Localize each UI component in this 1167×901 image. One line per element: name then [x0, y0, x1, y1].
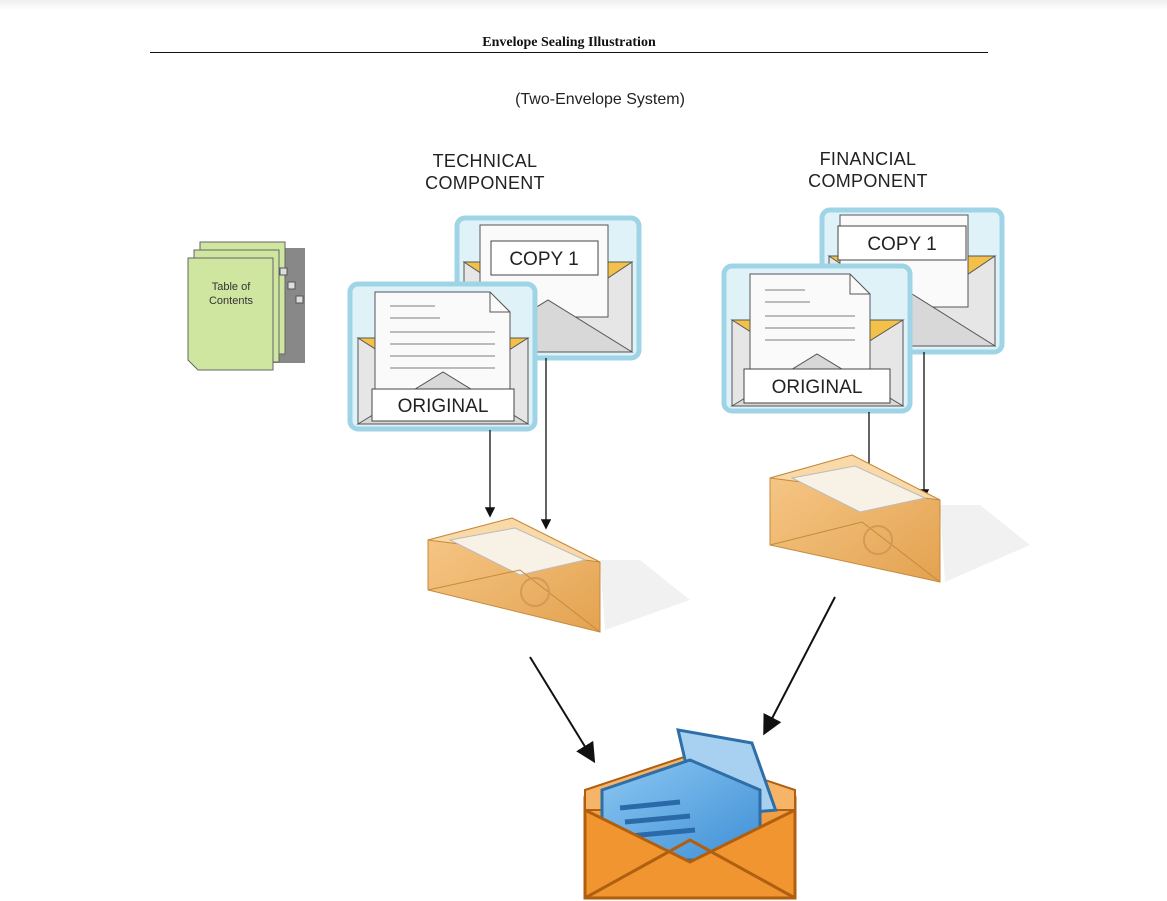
- financial-sealed-envelope: [769, 454, 1030, 583]
- document-title: Envelope Sealing Illustration: [482, 35, 656, 50]
- top-bar: [0, 0, 1167, 10]
- financial-copy-label: COPY 1: [867, 234, 936, 255]
- financial-component-label: FINANCIAL COMPONENT: [768, 148, 968, 192]
- table-of-contents-icon: Table of Contents: [187, 241, 305, 371]
- technical-original-envelope: ORIGINAL: [347, 281, 538, 432]
- diagram-subtitle: (Two-Envelope System): [515, 91, 685, 108]
- financial-original-envelope: ORIGINAL: [721, 263, 913, 414]
- final-outer-envelope: [583, 728, 797, 900]
- technical-copy-label: COPY 1: [509, 249, 578, 270]
- financial-label-line-1: FINANCIAL: [819, 149, 917, 169]
- technical-to-final-arrow: [529, 656, 596, 764]
- toc-line-1: Table of: [212, 281, 251, 293]
- technical-original-label: ORIGINAL: [398, 396, 489, 417]
- title-rule: [150, 52, 988, 53]
- technical-label-line-2: COMPONENT: [425, 173, 545, 193]
- technical-component-label: TECHNICAL COMPONENT: [385, 150, 585, 194]
- technical-sealed-envelope: [427, 517, 690, 633]
- technical-label-line-1: TECHNICAL: [432, 151, 538, 171]
- financial-label-line-2: COMPONENT: [808, 171, 928, 191]
- toc-line-2: Contents: [209, 295, 254, 307]
- financial-original-label: ORIGINAL: [772, 377, 863, 398]
- financial-to-final-arrow: [763, 596, 836, 736]
